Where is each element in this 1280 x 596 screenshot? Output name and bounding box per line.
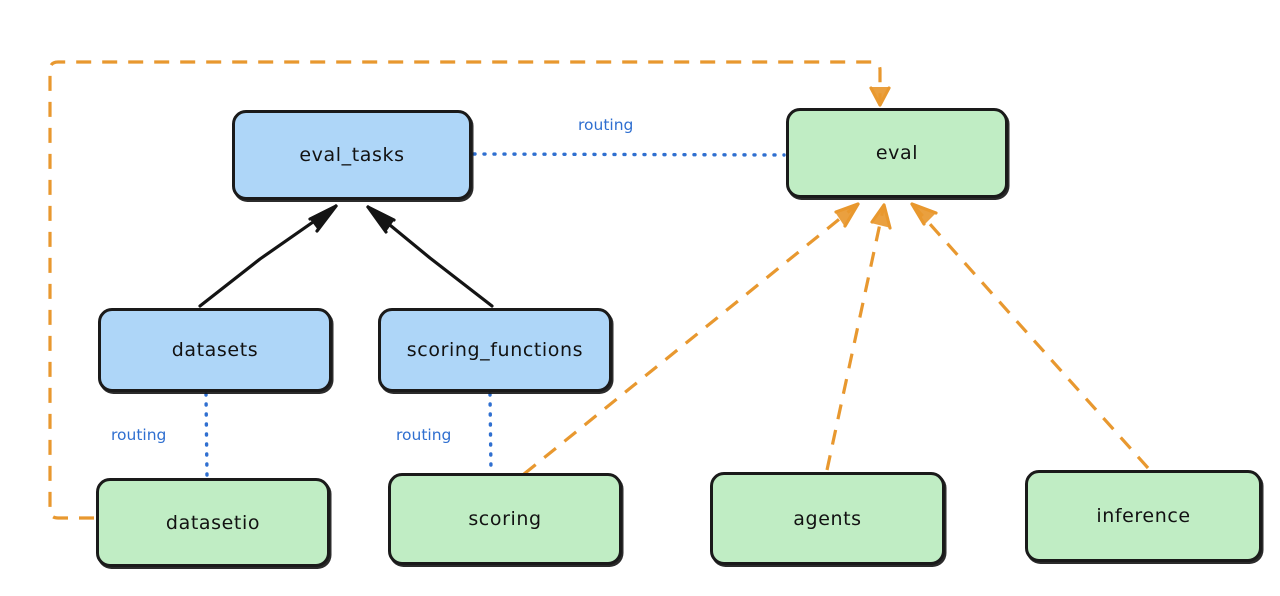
- node-inference[interactable]: inference: [1025, 470, 1262, 562]
- node-label-inference: inference: [1096, 505, 1191, 527]
- node-label-agents: agents: [793, 507, 862, 530]
- edge-datasets-to-datasetio-routing: [204, 392, 209, 479]
- node-label-datasets: datasets: [171, 339, 259, 361]
- node-agents[interactable]: agents: [710, 472, 945, 565]
- edge-eval-tasks-to-eval-routing: [472, 152, 786, 157]
- edge-label-routing-eval-tasks-eval: routing: [578, 116, 634, 134]
- node-label-scoring-functions: scoring_functions: [406, 339, 584, 361]
- node-label-eval-tasks: eval_tasks: [299, 144, 405, 166]
- edge-agents-to-eval: [825, 203, 892, 471]
- node-label-eval: eval: [875, 142, 919, 164]
- edge-datasets-to-eval-tasks: [198, 204, 338, 308]
- node-datasets[interactable]: datasets: [98, 308, 332, 392]
- edge-scoring-functions-to-scoring-routing: [488, 392, 493, 474]
- node-scoring-functions[interactable]: scoring_functions: [378, 308, 612, 392]
- edge-scoring-functions-to-eval-tasks: [366, 205, 494, 308]
- node-eval[interactable]: eval: [786, 108, 1008, 198]
- edge-inference-to-eval: [910, 202, 1150, 470]
- node-eval-tasks[interactable]: eval_tasks: [232, 110, 472, 200]
- node-label-datasetio: datasetio: [165, 511, 261, 534]
- node-label-scoring: scoring: [468, 508, 542, 530]
- node-scoring[interactable]: scoring: [388, 473, 622, 565]
- node-datasetio[interactable]: datasetio: [96, 478, 330, 567]
- edge-label-routing-datasets-datasetio: routing: [111, 426, 167, 444]
- edge-label-routing-scoring-functions-scoring: routing: [396, 426, 452, 444]
